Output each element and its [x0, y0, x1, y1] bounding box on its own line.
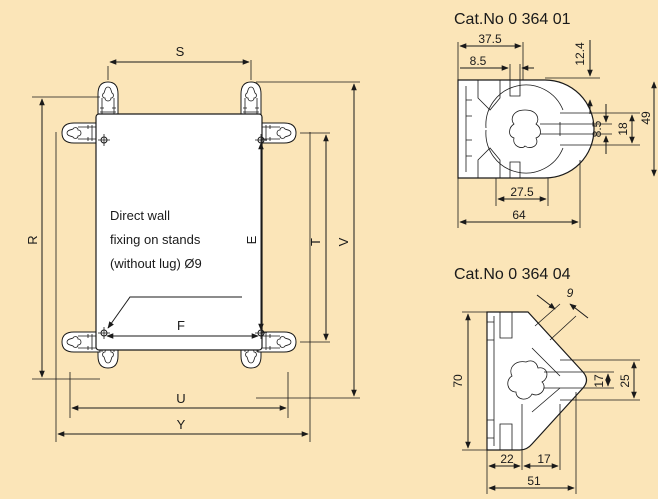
- lug-0-364-04-view: Cat.No 0 364 04 9 70 17 25: [451, 266, 640, 494]
- dim-25: 25: [560, 359, 640, 401]
- dim-22: 22: [486, 404, 523, 494]
- dim-12-4-label: 12.4: [573, 42, 587, 66]
- dim-37-5-label: 37.5: [478, 32, 502, 46]
- dim-17-side-label: 17: [592, 374, 606, 388]
- lug-left-top: [61, 122, 101, 144]
- dim-9: 9: [534, 286, 589, 341]
- dim-E-label: E: [244, 235, 259, 244]
- dim-V: V: [256, 81, 360, 399]
- dim-49: 49: [639, 81, 657, 177]
- dim-18-label: 18: [616, 122, 630, 136]
- dim-17-bottom: 17: [523, 404, 561, 470]
- lug-01-keyhole: [509, 109, 541, 148]
- dim-Y: Y: [55, 132, 311, 442]
- dim-27-5-label: 27.5: [510, 185, 534, 199]
- dim-S-label: S: [176, 44, 185, 59]
- dim-R: R: [25, 96, 100, 380]
- dim-18: 18: [560, 112, 640, 146]
- lug-left-bottom: [61, 331, 101, 353]
- dim-S: S: [107, 44, 252, 80]
- dim-8-5-top: 8.5: [460, 54, 534, 80]
- dim-9-label: 9: [567, 286, 574, 300]
- dim-8-5-top-label: 8.5: [470, 54, 487, 68]
- dim-U: U: [69, 372, 289, 418]
- dim-49-label: 49: [639, 111, 653, 125]
- dim-F: F: [106, 318, 259, 339]
- dim-8-5-side-label: 8.5: [590, 120, 604, 137]
- view-01-title: Cat.No 0 364 01: [454, 11, 571, 28]
- dim-T-label: T: [308, 238, 323, 246]
- dim-37-5: 37.5: [457, 32, 524, 80]
- dim-Y-label: Y: [177, 417, 186, 432]
- dim-27-5: 27.5: [495, 178, 549, 206]
- dim-F-label: F: [177, 318, 185, 333]
- note-leader-line: [107, 296, 242, 329]
- dim-E: E: [244, 142, 264, 331]
- dim-25-label: 25: [618, 374, 632, 388]
- dim-17-side: 17: [544, 371, 614, 389]
- dim-70: 70: [451, 311, 487, 451]
- dim-22-label: 22: [500, 452, 514, 466]
- dim-V-label: V: [336, 237, 351, 246]
- lug-0-364-01-view: Cat.No 0 364 01 37.5 8.5: [454, 11, 657, 228]
- dim-51-label: 51: [527, 474, 541, 488]
- note-line-1: Direct wall: [110, 208, 170, 223]
- dim-12-4: 12.4: [545, 40, 600, 114]
- main-enclosure-view: S R E T V F: [25, 44, 360, 442]
- dim-R-label: R: [25, 235, 40, 244]
- note-line-2: fixing on stands: [110, 232, 201, 247]
- fixing-hole-bottom-left: [98, 327, 110, 339]
- lug-04-outline: [486, 311, 588, 451]
- dim-51: 51: [488, 392, 577, 494]
- fixing-hole-top-left: [98, 134, 110, 146]
- view-04-title: Cat.No 0 364 04: [454, 266, 571, 283]
- note-line-3: (without lug) Ø9: [110, 256, 202, 271]
- lug-04-keyhole: [507, 360, 548, 400]
- dim-70-label: 70: [451, 374, 465, 388]
- dim-17-bottom-label: 17: [537, 452, 551, 466]
- dim-T: T: [300, 132, 330, 343]
- dim-U-label: U: [176, 391, 185, 406]
- dim-64: 64: [457, 160, 581, 228]
- dim-64-label: 64: [512, 208, 526, 222]
